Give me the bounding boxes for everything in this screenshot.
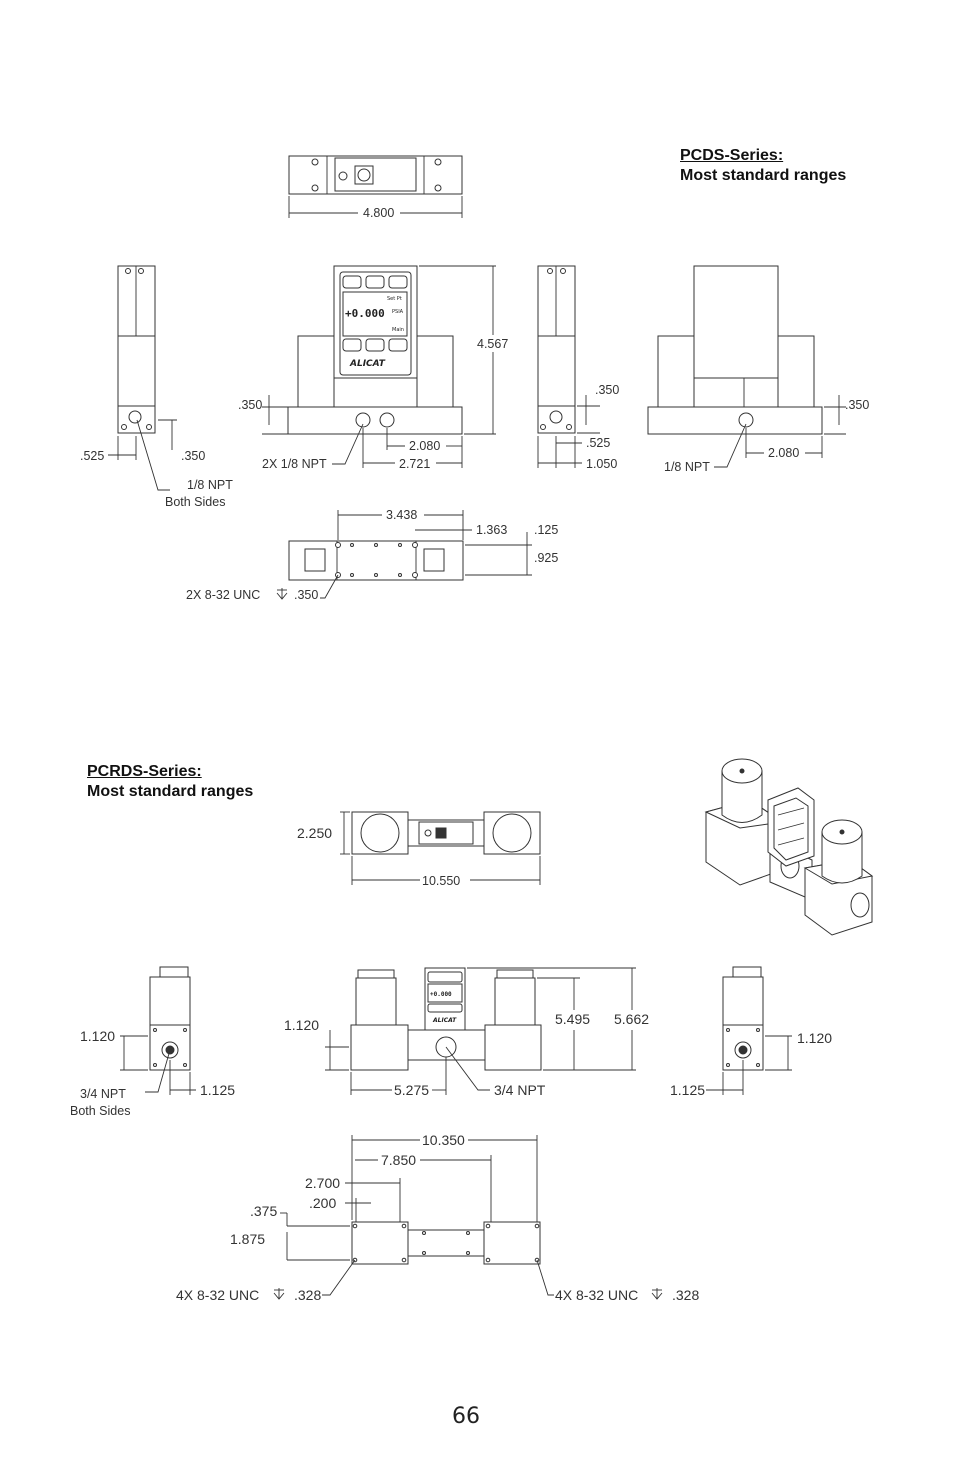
pcrds-bottom-thread-left-depth: .328: [294, 1287, 321, 1303]
pcds-bottom-thread: 2X 8-32 UNC: [186, 588, 260, 602]
depth-symbol-icon: [276, 588, 288, 600]
pcrds-bottom-thread-right-depth: .328: [672, 1287, 699, 1303]
depth-symbol-icon: [273, 1288, 285, 1300]
pcds-heading: PCDS-Series: Most standard ranges: [680, 146, 846, 186]
pcrds-front-base: 1.120: [284, 1017, 319, 1033]
pcds-right-d1: .350: [595, 383, 619, 397]
pcds-top-view: 4.800: [288, 155, 463, 220]
pcds-back-view: .350 2.080 1/8 NPT: [647, 265, 869, 474]
pcds-front-port-label: 2X 1/8 NPT: [262, 457, 327, 471]
pcds-front-port-spacing: 2.080: [409, 439, 440, 453]
pcrds-top-depth: 2.250: [297, 825, 332, 841]
pcds-display-units: PSIA: [392, 309, 404, 315]
pcds-bottom-view: 3.438 1.363 .125 .925 2X 8-32 UNC .350: [186, 508, 558, 602]
pcds-left-note-1: 1/8 NPT: [187, 478, 233, 492]
pcrds-front-port-offset: 5.275: [394, 1082, 429, 1098]
pcds-front-view: +0.000 Set Pt PSIA Main ALICAT 4.567 .35…: [238, 265, 508, 471]
pcds-brand-logo: ALICAT: [349, 359, 386, 369]
pcds-back-port-offset: 2.080: [768, 446, 799, 460]
pcrds-bottom-view: 10.350 7.850 2.700 .200 .375 1.875 4X 8-…: [176, 1132, 699, 1303]
pcrds-brand-logo: ALICAT: [432, 1017, 457, 1024]
pcrds-display-reading: +0.000: [430, 991, 452, 998]
pcrds-front-height-b: 5.662: [614, 1011, 649, 1027]
pcrds-right-offset: 1.125: [670, 1082, 705, 1098]
pcrds-title: PCRDS-Series:: [87, 763, 202, 780]
pcds-display-reading: +0.000: [345, 307, 385, 320]
pcrds-left-height: 1.120: [80, 1028, 115, 1044]
pcds-left-side-view: .525 .350 1/8 NPT Both Sides: [80, 265, 233, 509]
pcds-subtitle: Most standard ranges: [680, 167, 847, 184]
pcds-display-setpoint: Set Pt: [387, 296, 402, 302]
pcrds-bottom-overall: 10.350: [422, 1132, 465, 1148]
pcds-bottom-depth: .925: [534, 551, 558, 565]
pcds-left-d2: .350: [181, 449, 205, 463]
pcrds-bottom-d2: .200: [309, 1195, 336, 1211]
pcds-back-port-label: 1/8 NPT: [664, 460, 710, 474]
pcrds-top-view: 2.250 10.550: [297, 811, 541, 888]
pcds-top-width: 4.800: [363, 206, 394, 220]
pcrds-left-side-view: 1.120 1.125 3/4 NPT Both Sides: [70, 966, 235, 1118]
pcds-bottom-offset: 1.363: [476, 523, 507, 537]
pcds-right-side-view: .350 .525 1.050: [537, 265, 619, 471]
pcrds-subtitle: Most standard ranges: [87, 783, 254, 800]
pcrds-right-side-view: 1.120 1.125: [670, 966, 832, 1098]
pcrds-bottom-inner: 7.850: [381, 1152, 416, 1168]
pcds-back-base: .350: [845, 398, 869, 412]
pcds-title: PCDS-Series:: [680, 147, 784, 164]
pcrds-top-width: 10.550: [422, 874, 460, 888]
pcds-right-d2: .525: [586, 436, 610, 450]
pcds-display-mode: Main: [392, 327, 404, 333]
depth-symbol-icon: [651, 1288, 663, 1300]
pcrds-front-height-a: 5.495: [555, 1011, 590, 1027]
pcds-front-port-offset: 2.721: [399, 457, 430, 471]
pcrds-isometric-view: [704, 758, 874, 936]
pcds-bottom-thread-depth: .350: [294, 588, 318, 602]
pcrds-bottom-thread-right: 4X 8-32 UNC: [555, 1287, 638, 1303]
pcrds-front-view: +0.000 ALICAT 1.120 5.495 5.662 5.275 3/…: [284, 967, 649, 1098]
pcds-front-height: 4.567: [477, 337, 508, 351]
pcrds-bottom-d1: 2.700: [305, 1175, 340, 1191]
pcds-right-width: 1.050: [586, 457, 617, 471]
pcrds-bottom-thread-left: 4X 8-32 UNC: [176, 1287, 259, 1303]
pcds-bottom-span: 3.438: [386, 508, 417, 522]
page-number: 66: [452, 1404, 480, 1429]
pcrds-bottom-d4: 1.875: [230, 1231, 265, 1247]
pcrds-left-note-2: Both Sides: [70, 1104, 130, 1118]
pcds-bottom-edge: .125: [534, 523, 558, 537]
pcrds-left-offset: 1.125: [200, 1082, 235, 1098]
pcrds-front-port-label: 3/4 NPT: [494, 1082, 546, 1098]
pcrds-left-note-1: 3/4 NPT: [80, 1087, 126, 1101]
pcrds-heading: PCRDS-Series: Most standard ranges: [87, 762, 253, 802]
pcds-front-base: .350: [238, 398, 262, 412]
pcrds-bottom-d3: .375: [250, 1203, 277, 1219]
pcds-left-d1: .525: [80, 449, 104, 463]
pcds-left-note-2: Both Sides: [165, 495, 225, 509]
pcrds-right-height: 1.120: [797, 1030, 832, 1046]
